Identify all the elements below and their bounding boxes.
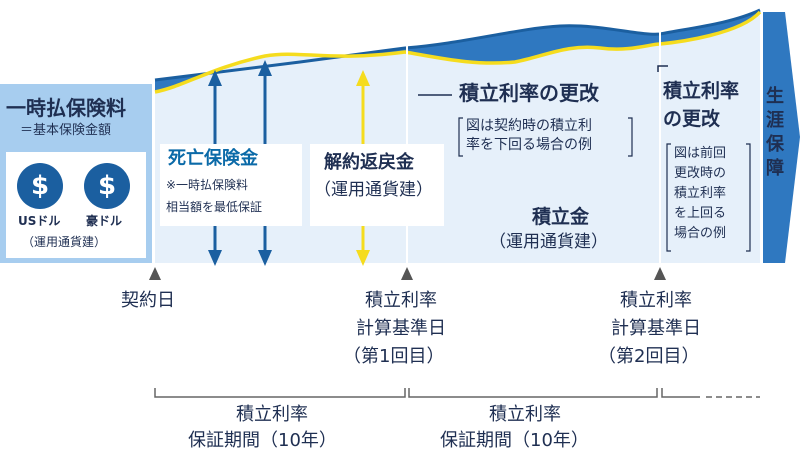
death-benefit-note-line2: 相当額を最低保証 — [166, 200, 263, 214]
life-protection-char: 生 — [766, 86, 784, 107]
calc-date2-line1: 積立利率 — [620, 290, 692, 311]
revision2-title-line1: 積立利率 — [663, 80, 740, 102]
fund-title: 積立金 — [532, 206, 590, 228]
currency-note: （運用通貨建） — [22, 235, 107, 249]
revision2-note-line: 図は前回 — [674, 146, 727, 161]
premium-subtitle: ＝基本保険金額 — [20, 123, 112, 138]
dollar-icon: $ — [97, 171, 117, 201]
revision2-note-line: 更改時の — [674, 166, 727, 181]
calc-date1-line2: 計算基準日 — [356, 318, 446, 339]
calc-date1-line3: （第1回目） — [343, 346, 445, 367]
period2-line2: 保証期間（10年） — [440, 430, 589, 451]
death-benefit-box — [160, 144, 302, 226]
dollar-icon: $ — [30, 171, 50, 201]
revision1-note-line1: 図は契約時の積立利 — [466, 118, 592, 134]
revision2-note-line: 積立利率 — [674, 186, 727, 201]
revision2-note-line: を上回る — [674, 206, 727, 221]
revision2-note-line: 場合の例 — [674, 226, 727, 241]
revision2-title-line2: の更改 — [663, 108, 721, 130]
surrender-value-area — [155, 12, 760, 263]
death-benefit-title: 死亡保険金 — [168, 148, 258, 169]
fund-line — [154, 8, 761, 82]
surrender-subtitle: （運用通貨建） — [314, 180, 433, 200]
calc-date2-line2: 計算基準日 — [611, 318, 701, 339]
calc-date1-marker — [401, 267, 413, 280]
surrender-title: 解約返戻金 — [324, 152, 414, 173]
life-protection-char: 涯 — [766, 110, 784, 131]
revision1-title: 積立利率の更改 — [459, 81, 599, 105]
period1-line1: 積立利率 — [236, 404, 308, 425]
life-protection-char: 障 — [766, 158, 784, 179]
death-benefit-note-line1: ※一時払保険料 — [166, 178, 249, 192]
period-bracket-1 — [154, 388, 406, 398]
revision1-note-line2: 率を下回る場合の例 — [466, 137, 592, 153]
life-protection-char: 保 — [766, 134, 784, 155]
life-protection-arrow — [763, 12, 800, 263]
revision2-note-bracket — [666, 143, 751, 252]
aud-coin: $ — [84, 163, 130, 209]
period-bracket-2 — [408, 388, 658, 398]
calc-date2-line3: （第2回目） — [598, 346, 700, 367]
aud-label: 豪ドル — [86, 214, 123, 228]
contract-date-label: 契約日 — [121, 290, 175, 311]
usd-label: USドル — [18, 214, 61, 228]
calc-date2-marker — [654, 267, 666, 280]
premium-title: 一時払保険料 — [6, 96, 126, 120]
fund-subtitle: （運用通貨建） — [489, 232, 608, 252]
period2-line1: 積立利率 — [489, 404, 561, 425]
contract-date-marker — [149, 267, 161, 280]
calc-date1-line1: 積立利率 — [365, 290, 437, 311]
surrender-box — [310, 144, 444, 226]
revision2-tick — [657, 65, 668, 72]
period-bracket-3 — [661, 388, 760, 398]
period1-line2: 保証期間（10年） — [188, 430, 337, 451]
usd-coin: $ — [17, 163, 63, 209]
revision1-note-bracket — [458, 117, 633, 157]
